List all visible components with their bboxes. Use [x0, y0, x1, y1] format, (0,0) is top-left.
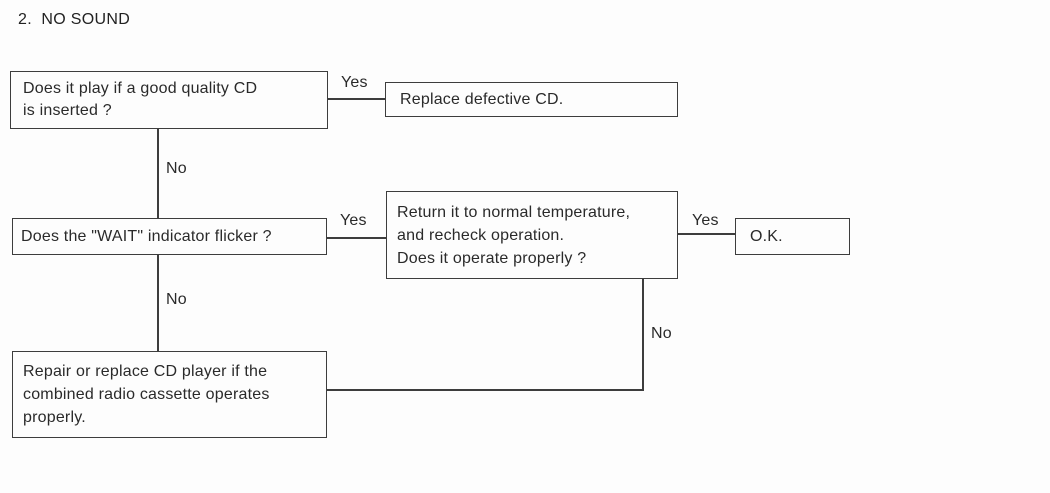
edge-label-no: No: [651, 325, 672, 342]
node-text-line: Does it play if a good quality CD: [23, 80, 258, 97]
page-title: 2. NO SOUND: [18, 11, 131, 28]
node-action-repair-cd-player: Repair or replace CD player if the combi…: [12, 351, 327, 438]
edge-label-no: No: [166, 160, 187, 177]
node-question-good-cd: Does it play if a good quality CD is ins…: [10, 71, 328, 129]
node-text-line: Replace defective CD.: [400, 90, 564, 108]
node-text-line: O.K.: [750, 227, 783, 245]
connector-q2-no-vertical: [157, 255, 159, 351]
connector-q1-yes-horizontal: [328, 98, 385, 100]
node-text-line: Does it operate properly ?: [397, 249, 587, 267]
node-text-line: Does the "WAIT" indicator flicker ?: [21, 227, 272, 245]
node-text-line: properly.: [23, 409, 86, 426]
edge-label-yes: Yes: [340, 212, 367, 229]
node-question-normal-temperature: Return it to normal temperature, and rec…: [386, 191, 678, 279]
node-result-ok: O.K.: [735, 218, 850, 255]
node-text-line: combined radio cassette operates: [23, 386, 270, 403]
node-text-line: is inserted ?: [23, 102, 112, 119]
connector-q1-no-vertical: [157, 129, 159, 218]
connector-q3-yes-horizontal: [678, 233, 735, 235]
node-text-line: Return it to normal temperature,: [397, 203, 631, 221]
node-text-line: Repair or replace CD player if the: [23, 363, 268, 380]
edge-label-no: No: [166, 291, 187, 308]
edge-label-yes: Yes: [341, 74, 368, 91]
connector-q2-yes-horizontal: [327, 237, 386, 239]
node-question-wait-indicator: Does the "WAIT" indicator flicker ?: [12, 218, 327, 255]
edge-label-yes: Yes: [692, 212, 719, 229]
node-text-line: and recheck operation.: [397, 226, 565, 244]
connector-q3-no-horizontal: [327, 389, 644, 391]
connector-q3-no-vertical: [642, 279, 644, 391]
node-action-replace-cd: Replace defective CD.: [385, 82, 678, 117]
